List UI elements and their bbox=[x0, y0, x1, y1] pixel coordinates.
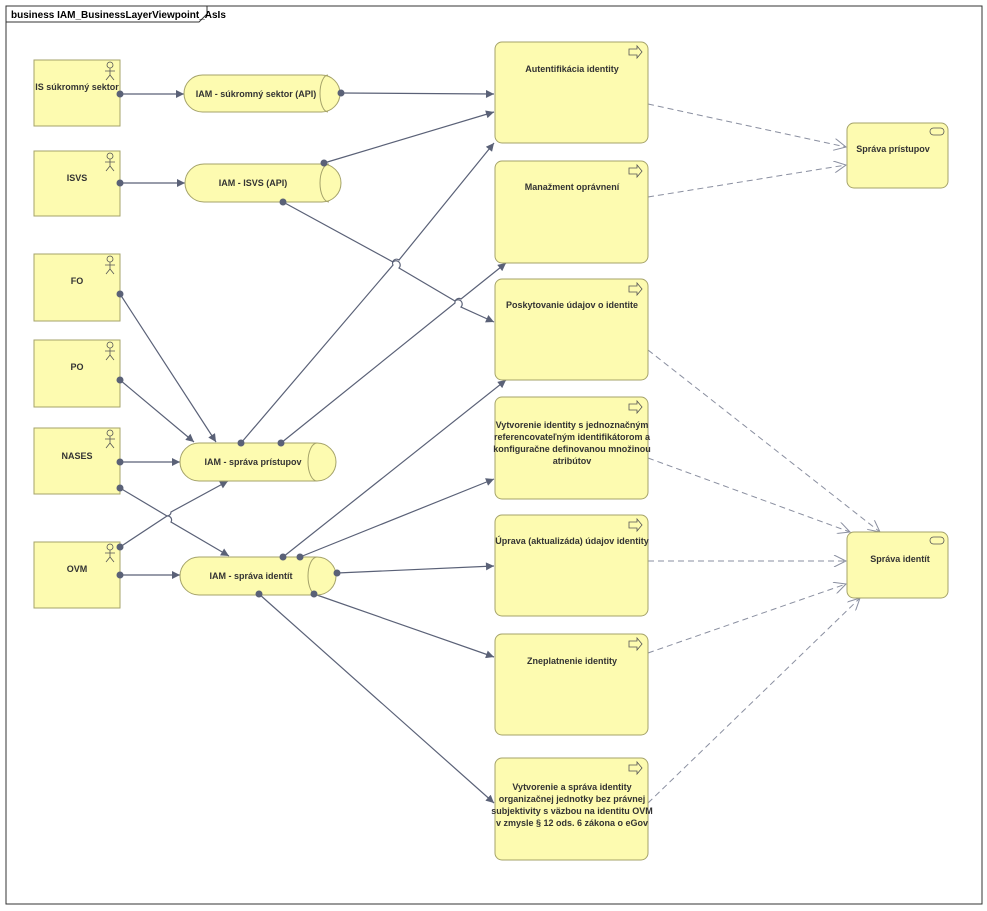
process-label-line: referencovateľným identifikátorom a bbox=[494, 432, 651, 442]
process-label-line: Úprava (aktualizáda) údajov identity bbox=[495, 535, 649, 546]
interface-label: IAM - správa prístupov bbox=[204, 457, 301, 467]
actor-fo[interactable]: FO bbox=[33, 253, 121, 322]
connector-dots bbox=[116, 89, 345, 598]
actor-label: FO bbox=[71, 276, 84, 286]
actor-icon bbox=[105, 152, 115, 172]
frame-title: business IAM_BusinessLayerViewpoint_AsIs bbox=[11, 10, 226, 21]
connectors bbox=[119, 89, 880, 804]
process-arrow-icon bbox=[628, 636, 643, 652]
process-label-line: Manažment oprávnení bbox=[525, 182, 620, 192]
process-arrow-icon bbox=[628, 760, 643, 776]
process-autentifikacia-identity[interactable]: Autentifikácia identity bbox=[494, 41, 649, 144]
service-label: Správa identít bbox=[870, 554, 930, 564]
interface-label: IAM - ISVS (API) bbox=[219, 178, 288, 188]
conn-zneplatnenie-to-sprava-identit bbox=[647, 584, 846, 654]
service-label: Správa prístupov bbox=[856, 144, 930, 154]
process-label-line: Poskytovanie údajov o identite bbox=[506, 300, 638, 310]
process-arrow-icon bbox=[628, 399, 643, 415]
conn-vytvorenie-oj-to-sprava-identit bbox=[647, 598, 860, 804]
actor-icon bbox=[105, 61, 115, 81]
actor-label: PO bbox=[70, 362, 83, 372]
process-manazment-opravneni[interactable]: Manažment oprávnení bbox=[494, 160, 649, 264]
process-label-line: Vytvorenie a správa identity bbox=[512, 782, 631, 792]
conn-manazment-to-sprava-pristupov bbox=[647, 165, 846, 198]
process-label-line: Zneplatnenie identity bbox=[527, 656, 617, 666]
process-arrow-icon bbox=[628, 44, 643, 60]
actor-label: ISVS bbox=[67, 173, 88, 183]
actor-icon bbox=[105, 341, 115, 361]
process-zneplatnenie-identity[interactable]: Zneplatnenie identity bbox=[494, 633, 649, 736]
diagram-frame: business IAM_BusinessLayerViewpoint_AsIs bbox=[5, 5, 983, 905]
interface-sprava-pristupov[interactable]: IAM - správa prístupov bbox=[179, 442, 337, 482]
process-arrow-icon bbox=[628, 163, 643, 179]
actor-po[interactable]: PO bbox=[33, 339, 121, 408]
conn-isvs-api-to-autentifikacia bbox=[323, 110, 495, 164]
conn-autentifikacia-to-sprava-pristupov bbox=[647, 103, 846, 147]
service-sprava-pristupov[interactable]: Správa prístupov bbox=[846, 122, 949, 189]
process-arrow-icon bbox=[628, 281, 643, 297]
process-label-line: Autentifikácia identity bbox=[525, 64, 619, 74]
service-icon bbox=[929, 127, 945, 136]
conn-fo-to-sprava-pristupov bbox=[119, 293, 217, 443]
process-arrow-icon bbox=[628, 517, 643, 533]
conn-sprava-identit-to-poskytovanie bbox=[282, 379, 507, 558]
conn-sprava-identit-to-vytvorenie bbox=[299, 478, 495, 558]
actor-isvs[interactable]: ISVS bbox=[33, 150, 121, 217]
interface-sukromny-sektor-api[interactable]: IAM - súkromný sektor (API) bbox=[183, 74, 341, 113]
interface-label: IAM - súkromný sektor (API) bbox=[196, 89, 317, 99]
process-uprava-udajov-identity[interactable]: Úprava (aktualizáda) údajov identity bbox=[494, 514, 649, 617]
actor-label: OVM bbox=[67, 564, 88, 574]
process-poskytovanie-udajov[interactable]: Poskytovanie údajov o identite bbox=[494, 278, 649, 381]
conn-isvs-api-to-poskytovanie bbox=[282, 201, 495, 323]
conn-sukromny-api-to-autentifikacia bbox=[340, 89, 495, 98]
conn-po-to-sprava-pristupov bbox=[119, 379, 195, 443]
actor-is-sukromny-sektor[interactable]: IS súkromný sektor bbox=[33, 59, 121, 127]
actor-ovm[interactable]: OVM bbox=[33, 541, 121, 609]
process-label-line: konfiguračne definovanou množinou bbox=[493, 444, 651, 454]
actor-label: NASES bbox=[61, 451, 92, 461]
process-label-line: v zmysle § 12 ods. 6 zákona o eGov bbox=[496, 818, 648, 828]
actor-icon bbox=[105, 429, 115, 449]
service-sprava-identit[interactable]: Správa identít bbox=[846, 531, 949, 599]
interface-isvs-api[interactable]: IAM - ISVS (API) bbox=[184, 163, 342, 203]
conn-sprava-identit-to-uprava bbox=[336, 562, 495, 574]
process-label-line: Vytvorenie identity s jednoznačným bbox=[496, 420, 649, 430]
process-vytvorenie-identity-oj[interactable]: Vytvorenie a správa identity organizačnej… bbox=[491, 757, 653, 861]
process-label-line: subjektivity s väzbou na identitu OVM bbox=[491, 806, 653, 816]
service-icon bbox=[929, 536, 945, 545]
conn-sprava-identit-to-zneplatnenie bbox=[313, 593, 495, 659]
process-vytvorenie-identity[interactable]: Vytvorenie identity s jednoznačným refere… bbox=[493, 396, 651, 500]
actor-icon bbox=[105, 255, 115, 275]
conn-sprava-pristupov-to-autentifikacia bbox=[240, 142, 495, 444]
conn-vytvorenie-to-sprava-identit bbox=[647, 457, 850, 532]
interface-sprava-identit[interactable]: IAM - správa identít bbox=[179, 556, 337, 596]
process-label-line: atribútov bbox=[553, 456, 592, 466]
conn-sprava-pristupov-to-manazment bbox=[280, 262, 507, 444]
process-label-line: organizačnej jednotky bez právnej bbox=[499, 794, 646, 804]
actor-nases[interactable]: NASES bbox=[33, 427, 121, 495]
conn-ovm-to-sprava-pristupov bbox=[119, 480, 229, 548]
actor-label: IS súkromný sektor bbox=[35, 82, 119, 92]
actor-icon bbox=[105, 543, 115, 563]
interface-label: IAM - správa identít bbox=[209, 571, 292, 581]
conn-poskytovanie-to-sprava-identit bbox=[647, 349, 880, 532]
conn-sprava-identit-to-vytvorenie-oj bbox=[258, 593, 495, 804]
